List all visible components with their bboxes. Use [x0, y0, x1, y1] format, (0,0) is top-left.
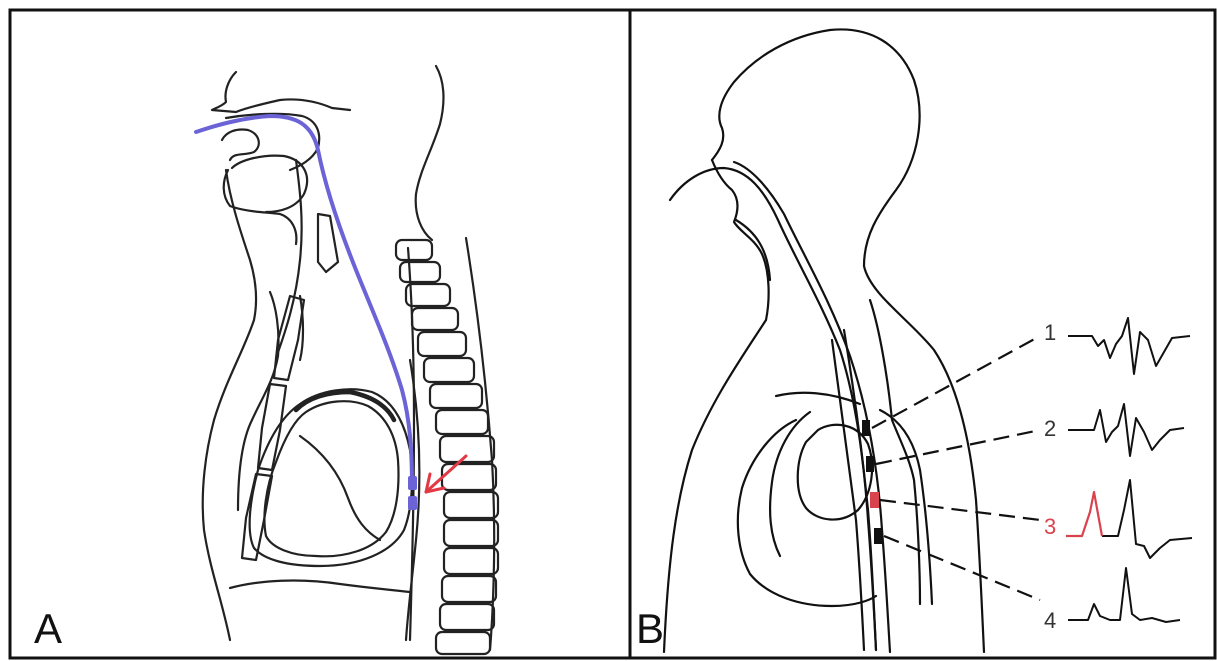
- neck-front: [203, 170, 256, 640]
- diaphragm: [230, 581, 410, 592]
- electrode-4: [874, 528, 882, 544]
- shoulder: [776, 393, 860, 404]
- upper-lip: [222, 129, 259, 160]
- neck-back: [416, 66, 444, 240]
- electrode-3: [870, 492, 879, 508]
- lead-number-4: 4: [1044, 610, 1056, 632]
- electrode-1: [862, 420, 870, 436]
- heart-septum: [300, 436, 380, 540]
- ecg-trace-3-highlight: [1066, 492, 1102, 536]
- pharynx-front: [276, 160, 302, 358]
- ecg-trace-2: [1068, 404, 1184, 456]
- panel-a-drawing: [203, 66, 498, 654]
- figure-border: [10, 10, 1215, 658]
- ecg-trace-4: [1068, 568, 1180, 622]
- face-outline: [212, 72, 350, 112]
- vessel-2: [880, 410, 932, 604]
- vessel-1: [870, 300, 920, 604]
- heart-outer: [250, 389, 412, 566]
- panel-label-b: B: [636, 608, 664, 650]
- sternum: [242, 296, 304, 560]
- heart-inner: [264, 401, 398, 556]
- panel-b-drawing: [664, 29, 984, 652]
- lead-number-2: 2: [1044, 418, 1056, 440]
- tube-outer: [670, 168, 876, 650]
- leader-1: [872, 336, 1040, 428]
- panel-label-a: A: [34, 608, 62, 650]
- lead-number-3: 3: [1044, 516, 1056, 538]
- lead-number-1: 1: [1044, 322, 1056, 344]
- leader-3: [880, 500, 1040, 520]
- epiglottis: [318, 214, 338, 272]
- ecg-trace-1: [1068, 318, 1190, 374]
- electrode-2: [866, 456, 874, 472]
- ecg-trace-3-tail: [1102, 480, 1192, 558]
- spine-back: [466, 238, 494, 650]
- tube-inner: [734, 162, 890, 652]
- electrode-a-1: [408, 476, 417, 490]
- leader-2: [876, 430, 1040, 464]
- leader-4: [884, 536, 1040, 600]
- ecg-traces: [1068, 318, 1192, 622]
- leader-lines: [872, 336, 1040, 600]
- electrode-a-2: [408, 496, 417, 510]
